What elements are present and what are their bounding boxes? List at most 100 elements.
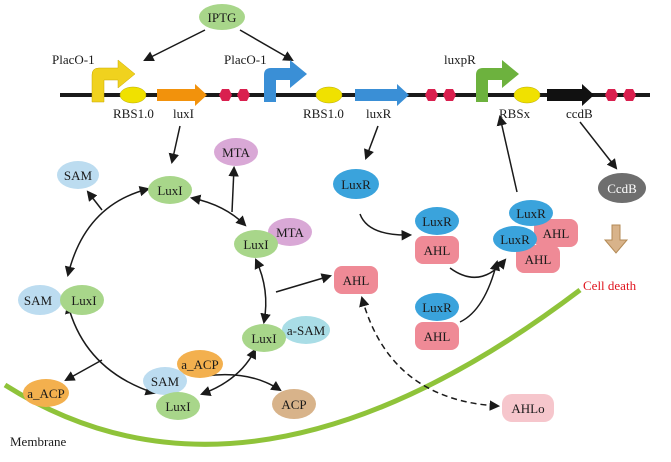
rbs-3-label: RBSx: [499, 106, 531, 121]
label-complex1-luxr: LuxR: [422, 214, 452, 229]
label-ahlo: AHLo: [511, 401, 544, 416]
arrow-complex-to-dimer: [449, 258, 507, 279]
cycle-arc-top-right: [189, 194, 247, 227]
arrow-ahl-diffusion: [359, 295, 501, 411]
promoter-3-label: luxpR: [444, 52, 476, 67]
label-complex1-ahl: AHL: [424, 243, 451, 258]
node-complex2-ahl: [415, 322, 459, 350]
node-dimer-luxr-top: [509, 200, 553, 226]
node-complex1-ahl: [415, 236, 459, 264]
label-asam: a-SAM: [287, 323, 326, 338]
rbs-2-icon: [315, 86, 343, 104]
gene-ccdb-label: ccdB: [566, 106, 593, 121]
iptg-arrow-left: [143, 29, 206, 61]
label-sam-free: SAM: [64, 168, 93, 183]
membrane-label: Membrane: [10, 434, 67, 449]
label-dimer-luxr-top: LuxR: [516, 206, 546, 221]
node-sam-complex: [143, 367, 187, 395]
arrow-to-sam: [86, 190, 103, 211]
label-dimer-luxr-bottom: LuxR: [500, 232, 530, 247]
node-ccdb-protein: [598, 173, 646, 203]
node-luxi-right: [234, 230, 278, 258]
rbs-2-label: RBS1.0: [303, 106, 344, 121]
terminator-2b-icon: [443, 89, 456, 101]
label-luxr-free: LuxR: [341, 177, 371, 192]
node-a-acp-complex: [177, 350, 223, 378]
cycle-arc-bottom-right: [200, 348, 256, 397]
label-complex2-ahl: AHL: [424, 329, 451, 344]
label-ahl-free: AHL: [343, 273, 370, 288]
node-ahl-free: [334, 266, 378, 294]
arrow-complex2-to-dimer: [459, 259, 501, 323]
promoter-2-icon: [264, 60, 307, 102]
label-luxi-asam: LuxI: [251, 331, 276, 346]
terminator-3b-icon: [623, 89, 636, 101]
arrow-luxr-expression: [364, 125, 379, 160]
node-sam-free: [57, 161, 99, 189]
label-complex2-luxr: LuxR: [422, 300, 452, 315]
terminator-1a-icon: [219, 89, 232, 101]
label-luxi-with-sam: LuxI: [71, 293, 96, 308]
node-luxr-free: [333, 169, 379, 199]
gene-luxi-label: luxI: [173, 106, 194, 121]
node-luxi-asam: [242, 324, 286, 352]
node-a-acp-left: [23, 379, 69, 407]
terminator-3a-icon: [605, 89, 618, 101]
node-complex1-luxr: [415, 207, 459, 235]
label-sam-in-complex: SAM: [24, 293, 53, 308]
node-luxi-complex: [156, 392, 200, 420]
arrow-ccdb-expression: [579, 121, 618, 170]
cycle-arc-top-left: [64, 185, 151, 278]
node-sam-in-complex: [18, 285, 62, 315]
node-ahlo: [502, 394, 554, 422]
arrow-luxi-expression: [168, 125, 181, 165]
arrow-luxr-to-complex: [359, 213, 413, 241]
node-asam: [282, 316, 330, 344]
rbs-3-icon: [513, 86, 541, 104]
death-arrow-icon: [603, 224, 629, 254]
node-mta-right: [268, 218, 312, 246]
terminator-1b-icon: [237, 89, 250, 101]
arrow-activation-luxpr: [496, 114, 518, 193]
label-luxi-top: LuxI: [157, 183, 182, 198]
node-mta-top: [214, 138, 258, 166]
iptg-node: [199, 4, 245, 30]
iptg-arrow-right: [239, 29, 294, 62]
node-luxi-top: [148, 176, 192, 204]
promoter-1-label: PlacO-1: [52, 52, 95, 67]
label-ccdb-protein: CcdB: [607, 181, 637, 196]
label-luxi-right: LuxI: [243, 237, 268, 252]
node-dimer-luxr-bottom: [493, 226, 537, 252]
gene-luxr-label: luxR: [366, 106, 392, 121]
node-dimer-ahl-bottom: [516, 245, 560, 273]
rbs-1-icon: [119, 86, 147, 104]
label-luxi-complex: LuxI: [165, 399, 190, 414]
gene-luxi-icon: [157, 84, 207, 106]
cycle-arc-bottom-left: [65, 302, 156, 396]
arrow-to-mta-top: [228, 165, 239, 213]
terminator-2a-icon: [425, 89, 438, 101]
node-complex2-luxr: [415, 293, 459, 321]
label-mta-top: MTA: [222, 145, 250, 160]
node-dimer-ahl-top: [534, 219, 578, 247]
arrow-to-ahl: [275, 273, 333, 293]
gene-luxr-icon: [355, 84, 409, 106]
cycle-arc-right: [254, 258, 271, 325]
label-cell-death: Cell death: [583, 278, 637, 293]
label-dimer-ahl-top: AHL: [543, 226, 570, 241]
label-a-acp-left: a_ACP: [27, 386, 65, 401]
gene-ccdb-icon: [547, 84, 594, 106]
rbs-1-label: RBS1.0: [113, 106, 154, 121]
label-mta-right: MTA: [276, 225, 304, 240]
promoter-3-icon: [476, 60, 519, 102]
iptg-label: IPTG: [208, 10, 237, 25]
label-sam-complex: SAM: [151, 374, 180, 389]
arrow-to-a-acp-left: [64, 359, 103, 382]
promoter-2-label: PlacO-1: [224, 52, 267, 67]
node-acp: [272, 389, 316, 419]
label-a-acp-complex: a_ACP: [181, 357, 219, 372]
node-luxi-with-sam: [60, 285, 104, 315]
promoter-1-icon: [91, 59, 136, 103]
